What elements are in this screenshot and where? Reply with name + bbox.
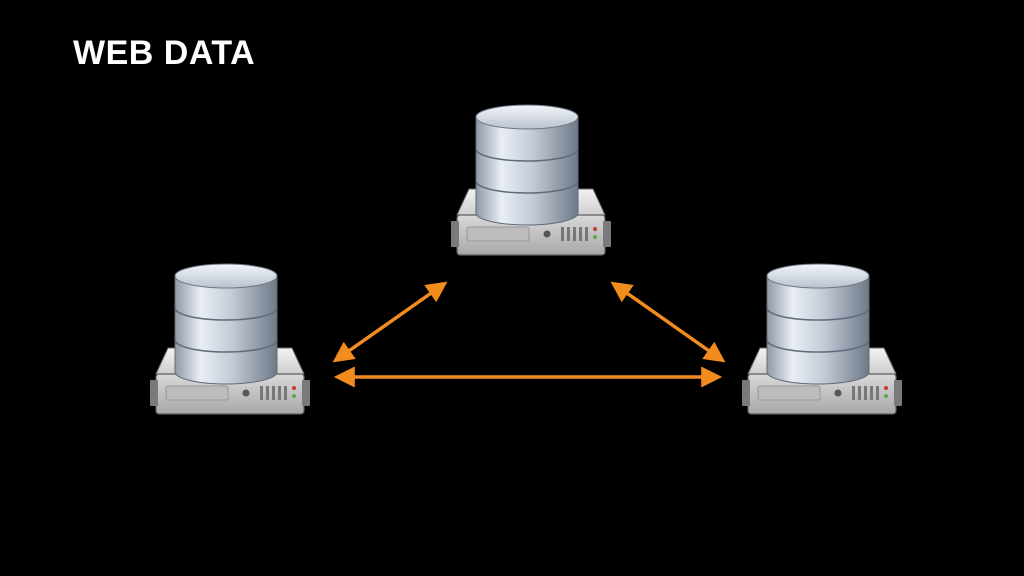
connection-arrows [332, 281, 726, 388]
arrow-top-right [610, 281, 726, 363]
database-server-icon [450, 104, 612, 256]
arrow-left-top [332, 281, 448, 363]
slide-title: WEB DATA [73, 34, 256, 72]
database-server-icon [741, 263, 903, 415]
database-server-icon [149, 263, 311, 415]
